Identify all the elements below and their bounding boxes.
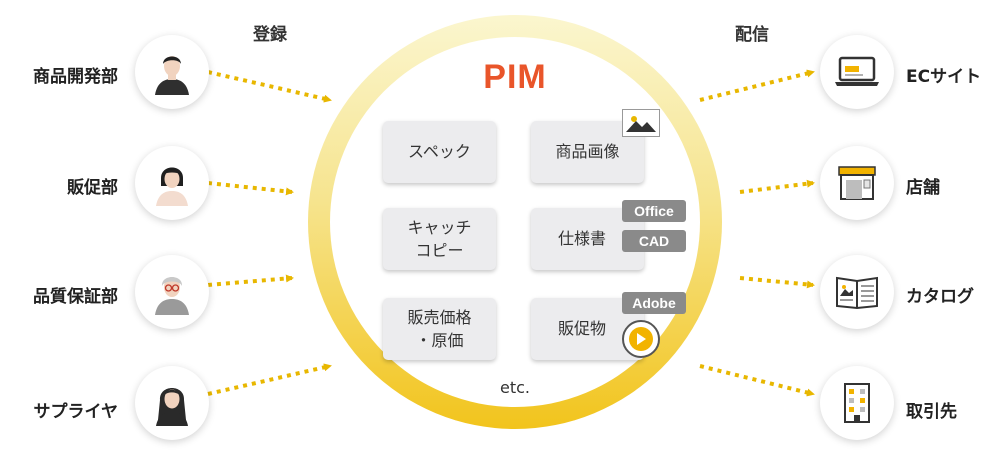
image-icon <box>622 109 660 137</box>
arrow-pim-to-ec <box>699 69 815 102</box>
arrow-qa-to-pim <box>207 274 294 287</box>
target-label-store: 店舗 <box>906 178 940 198</box>
arrow-promo-to-pim <box>207 181 294 196</box>
card-price: 販売価格 ・原価 <box>383 298 496 360</box>
source-label-promo: 販促部 <box>67 178 118 198</box>
target-label-partner: 取引先 <box>906 402 957 422</box>
person-elder-glasses-icon <box>135 255 209 329</box>
etc-label: etc. <box>500 378 530 397</box>
target-label-ec: ECサイト <box>906 67 982 87</box>
pim-title: PIM <box>483 58 547 96</box>
source-label-dev: 商品開発部 <box>33 67 118 87</box>
distribute-header: 配信 <box>735 25 769 45</box>
adobe-badge: Adobe <box>622 292 686 314</box>
person-woman-long-hair-icon <box>135 366 209 440</box>
arrow-pim-to-store <box>739 179 815 194</box>
arrow-pim-to-partner <box>699 364 815 397</box>
target-label-catalog: カタログ <box>906 287 974 307</box>
arrow-supplier-to-pim <box>207 363 332 396</box>
arrow-pim-to-catalog <box>739 276 815 289</box>
play-icon <box>622 320 660 358</box>
cad-badge: CAD <box>622 230 686 252</box>
person-man-icon <box>135 35 209 109</box>
arrow-dev-to-pim <box>207 70 332 103</box>
card-spec: スペック <box>383 121 496 183</box>
storefront-icon <box>820 146 894 220</box>
source-label-supplier: サプライヤ <box>33 402 119 422</box>
register-header: 登録 <box>253 25 287 45</box>
catalog-book-icon <box>820 255 894 329</box>
person-woman-bob-icon <box>135 146 209 220</box>
card-catchcopy: キャッチ コピー <box>383 208 496 270</box>
source-label-qa: 品質保証部 <box>33 287 118 307</box>
office-building-icon <box>820 366 894 440</box>
office-badge: Office <box>622 200 686 222</box>
laptop-icon <box>820 35 894 109</box>
